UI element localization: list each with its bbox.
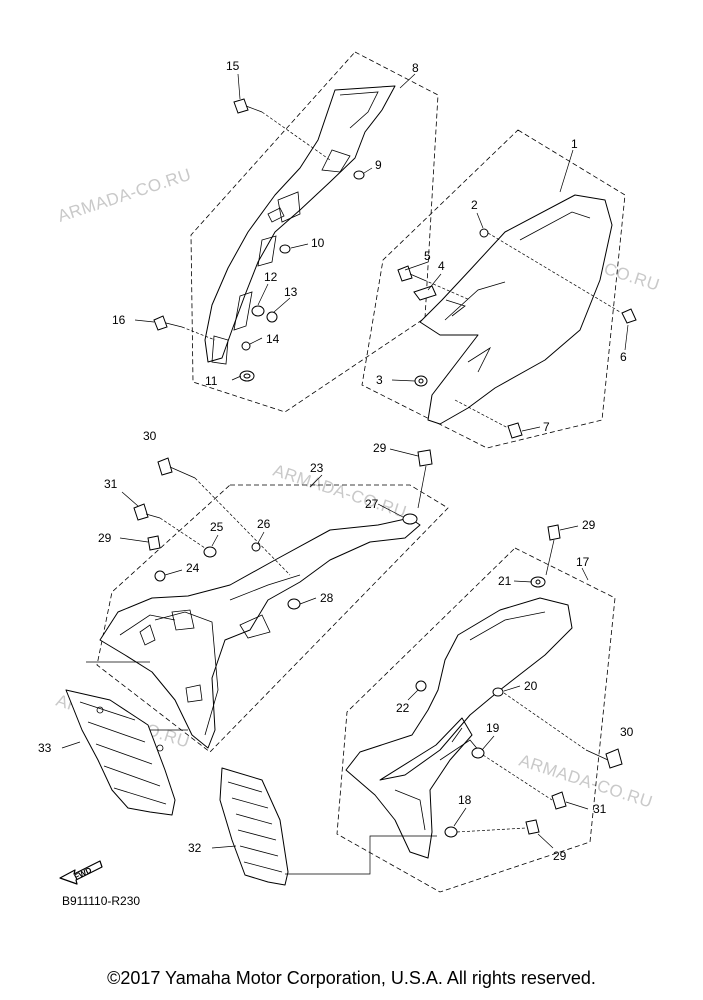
bolt-15 [233,98,249,114]
washer-10 [279,244,291,254]
callout-30: 30 [620,725,634,739]
callout-14: 14 [266,332,280,346]
cap-13 [266,311,278,323]
grommet-20 [492,687,504,697]
callout-5: 5 [424,249,431,263]
leader-lines [61,73,629,849]
group-box-17 [336,547,616,893]
part-8-shroud [204,85,396,365]
hardware-group-8 [153,98,365,382]
bolt-29-right [547,524,561,541]
part-33-grille [65,689,176,816]
callout-25: 25 [210,520,224,534]
callout-23: 23 [310,461,324,475]
callout-29: 29 [98,531,112,545]
washer-9 [353,170,365,180]
washer-3-hole [418,378,424,384]
callout-27: 27 [365,497,379,511]
callout-21: 21 [498,574,512,588]
bolt-30-left [157,457,173,476]
callouts: 15 8 9 10 12 13 14 11 16 1 2 5 4 3 6 7 3… [38,59,634,863]
hardware-group-1 [397,228,637,439]
callout-10: 10 [311,236,325,250]
washer-11-hole [243,373,251,379]
bolt-7 [507,422,523,439]
bolt-31-left [133,503,149,521]
callout-9: 9 [375,158,382,172]
group-box-23 [96,484,449,753]
callout-17: 17 [576,555,590,569]
part-1-shroud [419,194,613,425]
group-box-8 [190,51,439,413]
callout-33: 33 [38,741,52,755]
hardware-group-23 [133,449,433,610]
callout-13: 13 [284,285,298,299]
callout-29: 29 [553,849,567,863]
fwd-arrow-icon: FWD [59,860,103,885]
callout-16: 16 [112,313,126,327]
callout-26: 26 [257,517,271,531]
hardware-group-17 [415,524,623,838]
bolt-29-left [147,535,161,551]
callout-15: 15 [226,59,240,73]
watermark: ARMADA-CO.RU [517,751,655,812]
copyright-text: ©2017 Yamaha Motor Corporation, U.S.A. A… [107,968,596,988]
bolt-16 [153,315,168,331]
callout-32: 32 [188,841,202,855]
callout-31: 31 [593,802,607,816]
callout-28: 28 [320,591,334,605]
diagram-code: B911110-R230 [62,894,140,908]
cap-28 [287,598,301,610]
callout-18: 18 [458,793,472,807]
bolt-29-upper [417,449,433,467]
callout-8: 8 [412,61,419,75]
group-boxes [96,51,626,893]
washer-19 [471,747,485,759]
callout-29: 29 [582,518,596,532]
collar-26 [251,542,261,552]
part-32-grille [219,767,289,886]
group-box-1 [361,129,626,449]
watermark: ARMADA-CO.RU [271,461,409,522]
callout-4: 4 [438,259,445,273]
callout-29: 29 [373,441,387,455]
washer-18 [444,826,458,838]
bolt-5 [397,265,413,282]
clip-4 [413,285,437,301]
callout-20: 20 [524,679,538,693]
callout-30: 30 [143,429,157,443]
watermark: ARMADA-CO.RU [55,165,193,226]
callout-2: 2 [471,198,478,212]
callout-3: 3 [376,373,383,387]
washer-2 [479,228,489,238]
connector-lines [86,661,437,875]
grommet-25 [203,546,217,558]
callout-24: 24 [186,561,200,575]
callout-6: 6 [620,350,627,364]
bolt-30-right [605,748,623,769]
callout-22: 22 [396,701,410,715]
washer-27 [402,513,418,525]
callout-31: 31 [104,477,118,491]
bolt-6 [621,308,637,324]
callout-1: 1 [571,137,578,151]
part-23-bracket [99,517,421,749]
grommet-12 [251,305,265,317]
callout-19: 19 [486,721,500,735]
bolt-31-right [551,791,567,810]
washer-24 [154,570,166,582]
callout-7: 7 [543,420,550,434]
collar-22 [415,680,427,692]
callout-11: 11 [205,374,218,388]
washer-14 [241,341,251,351]
bolt-29-lower [525,819,540,835]
washer-21-hole [535,579,541,585]
callout-12: 12 [264,270,278,284]
